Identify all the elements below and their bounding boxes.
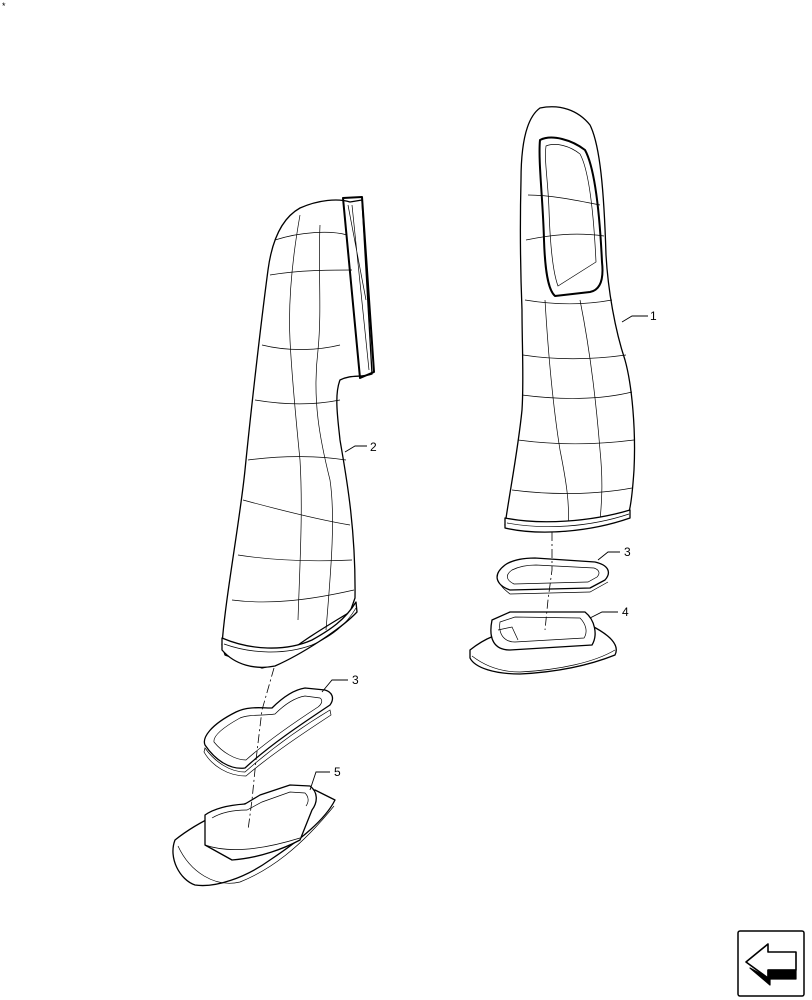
callout-5-label: 5 bbox=[334, 765, 341, 779]
mounting-base-part-4 bbox=[469, 611, 617, 675]
callout-3-right: 3 bbox=[597, 545, 631, 561]
duct-part-1 bbox=[504, 106, 636, 533]
callout-3-left-label: 3 bbox=[352, 673, 359, 687]
mounting-base-part-5 bbox=[172, 784, 336, 887]
callout-3-right-label: 3 bbox=[624, 545, 631, 559]
corner-mark: * bbox=[2, 1, 6, 11]
callout-4: 4 bbox=[589, 605, 629, 619]
callout-3-left: 3 bbox=[321, 673, 359, 693]
callout-1: 1 bbox=[621, 309, 657, 323]
callout-4-label: 4 bbox=[622, 605, 629, 619]
callout-2: 2 bbox=[344, 440, 377, 454]
gasket-part-3-left bbox=[203, 687, 334, 777]
callout-2-label: 2 bbox=[370, 440, 377, 454]
callout-1-label: 1 bbox=[650, 309, 657, 323]
assembly-centerlines bbox=[247, 532, 553, 831]
callout-5: 5 bbox=[309, 765, 341, 791]
gasket-part-3-right bbox=[496, 557, 609, 595]
next-page-arrow-icon[interactable] bbox=[737, 930, 805, 997]
duct-part-2 bbox=[221, 196, 375, 669]
